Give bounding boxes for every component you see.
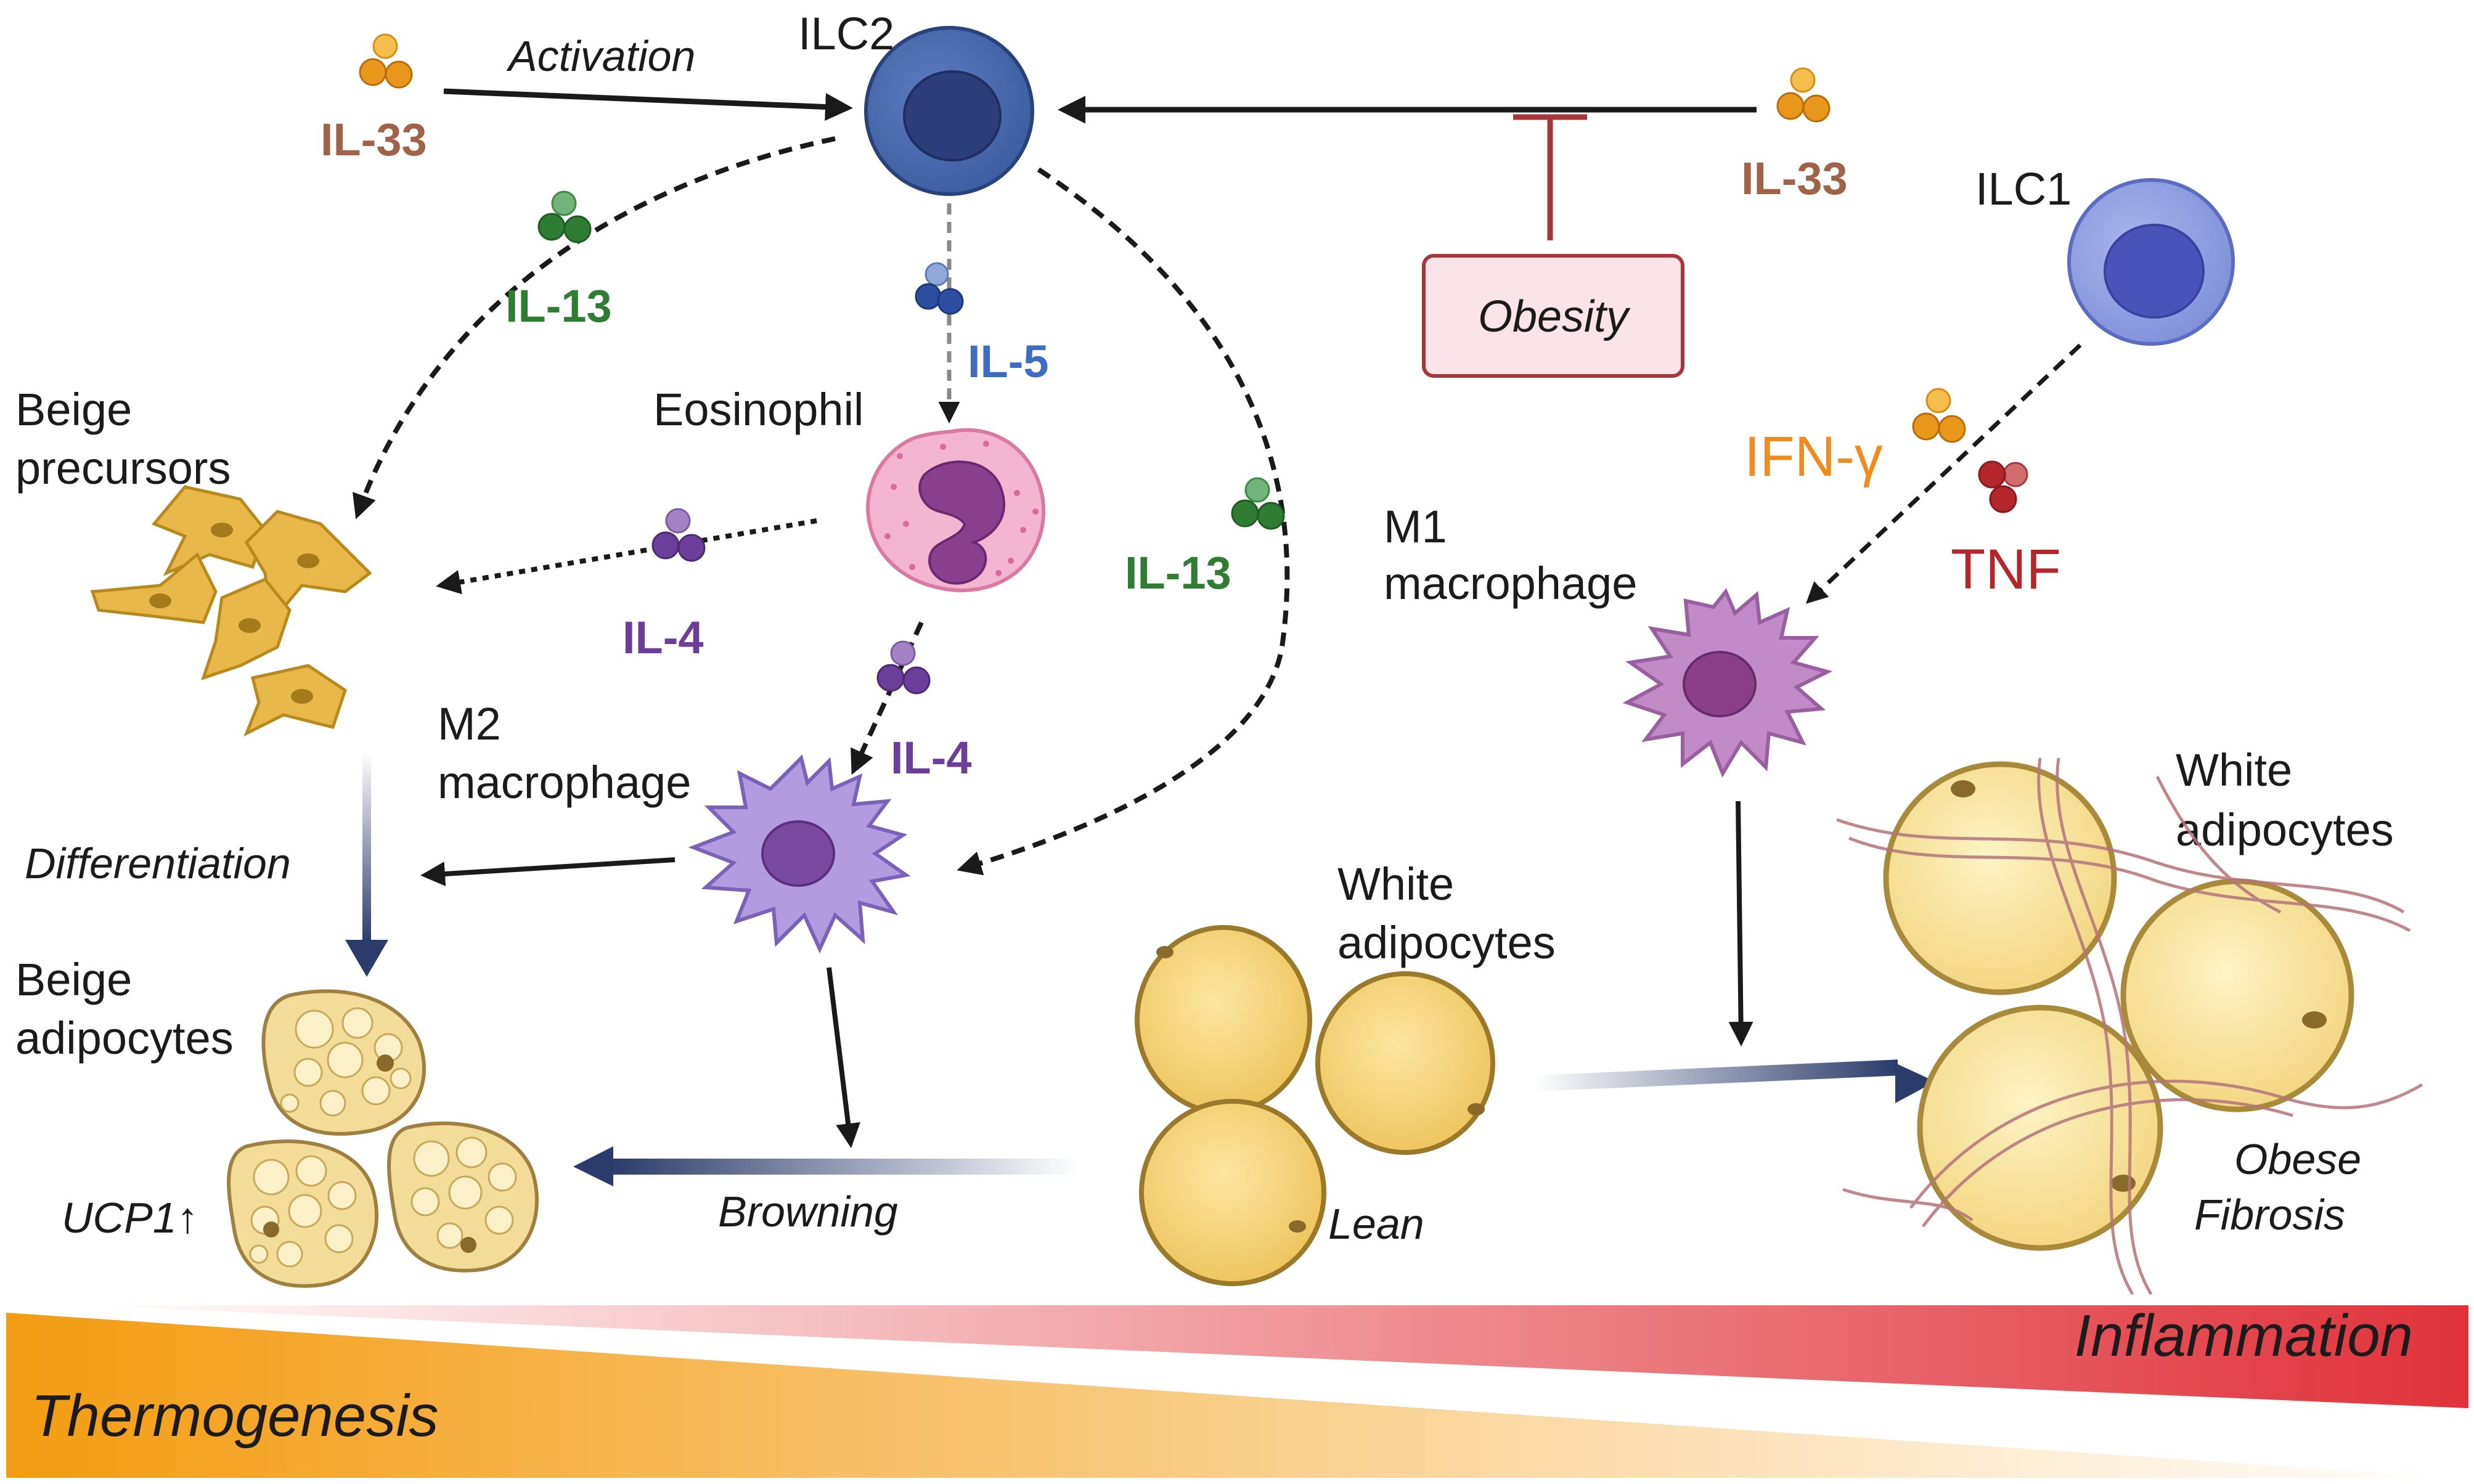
- m1-label-2: macrophage: [1384, 558, 1637, 609]
- thermogenesis-label: Thermogenesis: [31, 1383, 439, 1449]
- ilc1-label: ILC1: [1975, 163, 2072, 214]
- white-lean-label-1: White: [1337, 858, 1454, 910]
- browning-arrow-head: [573, 1146, 613, 1186]
- obesity-arrow-shaft: [1534, 1059, 1899, 1091]
- differentiation-arrow-head: [345, 940, 388, 977]
- differentiation-arrow-shaft: [362, 752, 371, 943]
- activation-label: Activation: [506, 32, 695, 80]
- il33-right-label: IL-33: [1741, 153, 1848, 204]
- ifn-gamma-label: IFN-γ: [1744, 425, 1883, 488]
- beige-precursors-label-2: precursors: [15, 442, 231, 494]
- beige-precursor-cells-icon: [90, 485, 372, 737]
- m2-to-browning-arrow: [827, 967, 860, 1148]
- il4-center-dots-icon: [876, 640, 931, 695]
- beige-adipocytes-label-1: Beige: [15, 954, 132, 1005]
- il5-dots-icon: [915, 262, 964, 315]
- eosinophil-icon: [866, 428, 1046, 592]
- white-obese-label-2: adipocytes: [2176, 804, 2394, 855]
- obesity-arrow-head: [1895, 1063, 1935, 1103]
- il4-left-label: IL-4: [623, 612, 704, 663]
- m1-to-obese-arrow: [1728, 801, 1753, 1046]
- fibrosis-strands-icon: [1836, 757, 2423, 1295]
- ilc1-cell-icon: [2067, 178, 2235, 346]
- il13-left-arrow: [352, 136, 836, 520]
- ucp1-label: UCP1↑: [62, 1194, 198, 1242]
- il13-left-dots-icon: [537, 190, 592, 243]
- white-adipocytes-obese-icon: [1836, 757, 2423, 1295]
- il13-right-label: IL-13: [1125, 547, 1231, 598]
- il13-left-label: IL-13: [505, 280, 612, 332]
- beige-adipocytes-icon: [227, 989, 539, 1288]
- obese-label: Obese: [2234, 1135, 2361, 1183]
- tnf-dots-icon: [1978, 460, 2028, 513]
- m2-to-precursor-arrow: [420, 857, 676, 886]
- white-obese-label-1: White: [2176, 744, 2292, 796]
- il13-right-arrow: [957, 167, 1290, 876]
- white-adipocytes-lean-icon: [1135, 925, 1495, 1286]
- m2-macrophage-icon: [688, 754, 911, 954]
- ilc1-to-m1-arrow: [1805, 343, 2082, 604]
- thermogenesis-band: [6, 1313, 2456, 1478]
- ilc2-cell-icon: [864, 26, 1034, 196]
- activation-arrow: [443, 88, 853, 121]
- eosinophil-label: Eosinophil: [653, 384, 863, 435]
- browning-arrow-shaft: [610, 1159, 1079, 1175]
- il4-left-dots-icon: [651, 508, 706, 562]
- m1-macrophage-icon: [1622, 588, 1833, 778]
- il4-left-arrow: [436, 518, 817, 595]
- m1-label-1: M1: [1384, 501, 1447, 552]
- lean-label: Lean: [1328, 1200, 1424, 1248]
- ifn-gamma-dots-icon: [1912, 388, 1966, 443]
- beige-precursors-label-1: Beige: [15, 384, 132, 435]
- il33-left-dots-icon: [359, 33, 413, 89]
- inflammation-label: Inflammation: [2074, 1303, 2413, 1369]
- obesity-box: [1422, 254, 1684, 378]
- obesity-label: Obesity: [1478, 292, 1631, 341]
- fibrosis-label: Fibrosis: [2194, 1191, 2345, 1239]
- white-lean-label-2: adipocytes: [1337, 917, 1556, 968]
- il5-label: IL-5: [968, 336, 1049, 387]
- il33-left-label: IL-33: [320, 114, 427, 165]
- differentiation-label: Differentiation: [25, 839, 291, 887]
- ilc2-label: ILC2: [798, 8, 894, 59]
- inflammation-band: [80, 1305, 2468, 1408]
- m2-label-1: M2: [438, 698, 501, 749]
- browning-label: Browning: [718, 1188, 898, 1236]
- m2-label-2: macrophage: [438, 757, 691, 808]
- il33-right-dots-icon: [1776, 67, 1831, 123]
- beige-adipocytes-label-2: adipocytes: [15, 1013, 234, 1064]
- il4-center-label: IL-4: [891, 732, 972, 783]
- tnf-label: TNF: [1951, 538, 2061, 601]
